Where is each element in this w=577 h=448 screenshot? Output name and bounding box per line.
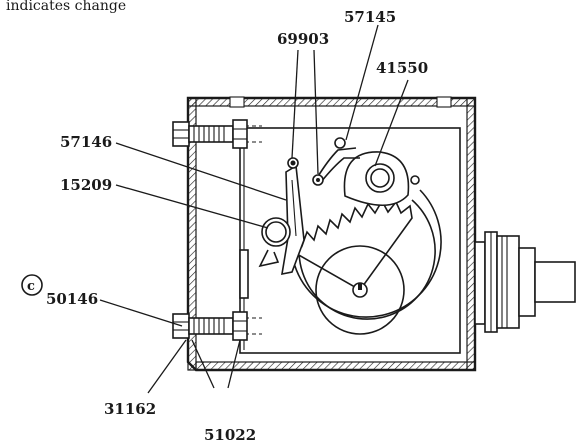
caption-text: indicates change [6, 0, 126, 14]
bolt-top [172, 119, 248, 149]
roller [258, 217, 291, 268]
part-41550-label: 41550 [376, 59, 428, 77]
part-31162-label: 31162 [104, 400, 156, 418]
cam [343, 151, 420, 206]
left-bracket [239, 249, 249, 299]
part-57145-label: 57145 [344, 8, 396, 26]
bolt-bottom [172, 311, 248, 341]
main-gear [288, 189, 442, 335]
change-marker: c [21, 274, 43, 296]
part-51022-label: 51022 [204, 426, 256, 444]
stud-hidden-lines [238, 125, 262, 335]
change-marker-letter: c [27, 279, 35, 294]
part-50146-label: 50146 [46, 290, 98, 308]
output-shaft [474, 231, 576, 333]
part-57146-label: 57146 [60, 133, 112, 151]
part-15209-label: 15209 [60, 176, 112, 194]
leader-lines [99, 24, 409, 394]
spring [312, 137, 360, 186]
part-69903-label: 69903 [277, 30, 329, 48]
